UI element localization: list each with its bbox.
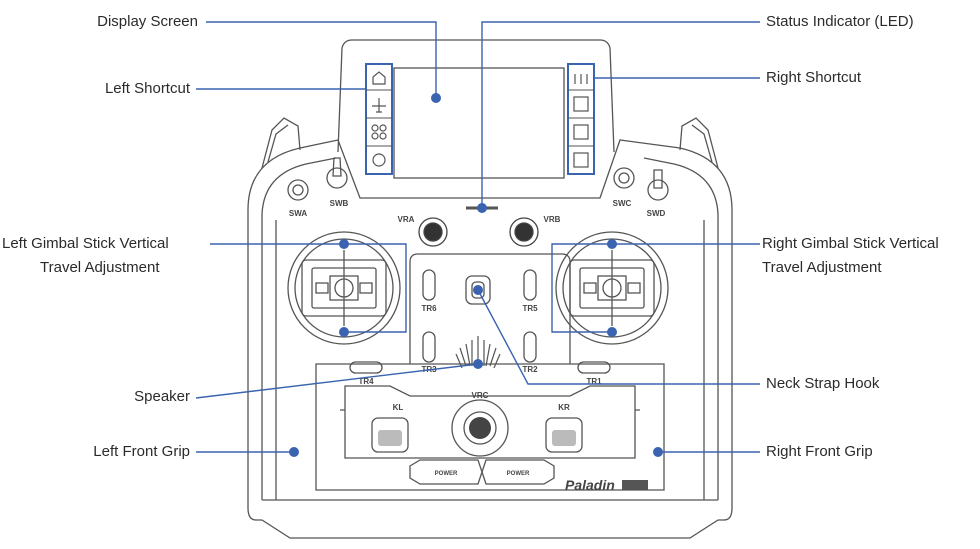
label-status-indicator: Status Indicator (LED) [766,13,914,30]
grid-icon[interactable] [371,124,379,132]
label-tr6: TR6 [421,304,437,313]
label-right-gimbal-line2: Travel Adjustment [762,259,882,276]
right-gimbal [555,231,669,345]
label-right-shortcut: Right Shortcut [766,69,862,86]
label-left-shortcut: Left Shortcut [104,80,190,97]
switch-swa [287,179,309,201]
model-c-icon[interactable] [573,152,589,168]
brand-logo-text: Paladin [565,477,615,493]
trim-tr2 [523,331,537,363]
neck-strap-hook [465,275,491,305]
label-left-gimbal-line1: Left Gimbal Stick Vertical [2,235,169,252]
label-right-gimbal-line1: Right Gimbal Stick Vertical [762,235,939,252]
knob-vrc [451,399,509,457]
label-kr: KR [558,403,570,412]
power-button-left[interactable] [409,459,483,485]
label-tr4: TR4 [358,377,374,386]
label-tr1: TR1 [586,377,602,386]
switch-swc [613,167,635,189]
label-tr5: TR5 [522,304,538,313]
label-right-front-grip: Right Front Grip [766,443,873,460]
label-power-left: POWER [435,471,458,477]
power-button-right[interactable] [481,459,555,485]
lever-kr [545,417,583,453]
label-vrb: VRB [544,215,561,224]
label-left-front-grip: Left Front Grip [93,443,190,460]
callout-lines [195,21,760,453]
label-swa: SWA [289,209,307,218]
trim-tr6 [422,269,436,301]
trim-tr1 [577,361,611,374]
trim-tr5 [523,269,537,301]
trim-tr3 [422,331,436,363]
mixer-icon[interactable] [574,74,588,84]
label-vra: VRA [398,215,415,224]
left-gimbal [287,231,401,345]
label-swb: SWB [330,199,349,208]
label-tr2: TR2 [522,365,538,374]
right-shortcut-panel [567,63,595,175]
switch-swb [326,167,348,189]
label-swc: SWC [613,199,632,208]
left-top-handle [261,117,301,169]
label-kl: KL [393,403,404,412]
lever-kl [371,417,409,453]
label-power-right: POWER [507,471,530,477]
trim-tr4 [349,361,383,374]
model-a-icon[interactable] [573,96,589,112]
aircraft-icon[interactable] [372,98,386,113]
display-housing [337,39,615,153]
lower-console [315,363,665,491]
label-left-gimbal-line2: Travel Adjustment [40,259,160,276]
gear-icon[interactable] [372,153,386,167]
label-swd: SWD [647,209,666,218]
switch-swd [647,179,669,201]
label-neck-strap-hook: Neck Strap Hook [766,375,880,392]
label-display-screen: Display Screen [97,13,198,30]
model-b-icon[interactable] [573,124,589,140]
label-speaker: Speaker [134,388,190,405]
display-screen [393,67,565,179]
label-vrc: VRC [472,391,489,400]
home-icon[interactable] [372,71,386,85]
right-top-handle [679,117,719,169]
transmitter-body [247,139,733,521]
callout-dots [289,93,663,457]
left-shortcut-panel [365,63,393,175]
